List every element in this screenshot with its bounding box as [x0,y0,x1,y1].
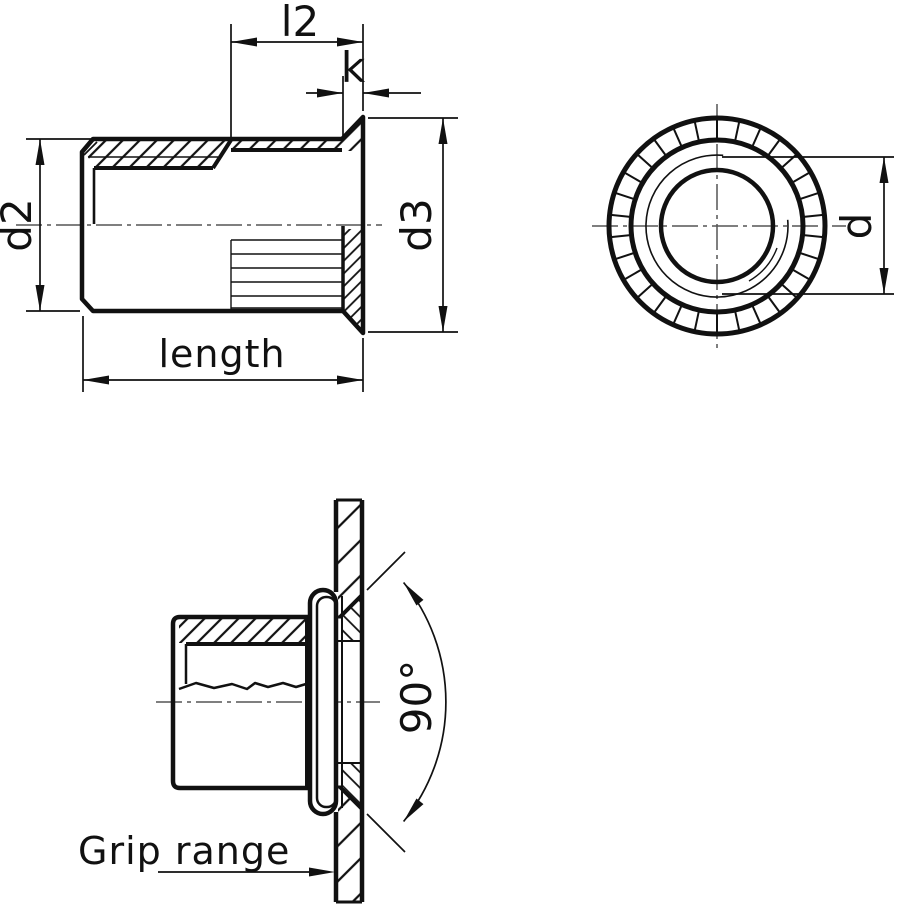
serration-tick [798,251,821,261]
bore-circle [658,167,776,285]
dim-label-d3: d3 [392,198,441,251]
serration-tick [802,213,825,218]
dim-d2 [26,138,110,312]
serration-tick [672,304,683,326]
dim-angle-90 [366,551,447,853]
arrowhead [317,88,343,98]
extension-line [366,813,406,853]
serration-tick [693,120,701,143]
installed-body-outline [170,614,311,791]
dim-label-l2: l2 [281,0,319,46]
bore-transition-line [211,138,233,170]
plate-hatch-upper [338,501,361,616]
arrowhead [231,37,257,47]
serration-tick [733,120,741,143]
countersink-cone-upper [338,593,364,619]
dim-label-angle: 90° [392,660,441,734]
dim-length [82,316,364,392]
wall-section-hatch-left [86,140,230,168]
serration-tick [766,295,782,314]
head-hatch-lower [343,763,361,807]
arrowhead [337,375,363,385]
serration-tick [790,171,812,184]
serration-tick [780,152,798,170]
arrowhead [363,88,389,98]
arrowhead [438,118,448,144]
serration-tick [672,126,683,148]
dim-label-length: length [158,332,285,376]
arrowhead [35,139,45,165]
angle-arc [402,581,447,823]
arrowhead [403,798,424,822]
serration-tick [798,191,821,201]
bulge-outer [307,587,339,817]
serration-tick [766,138,782,157]
dim-d [722,156,894,295]
wall-section-hatch [179,619,305,643]
serration-ticks [609,118,825,334]
arrowhead [879,157,889,183]
arrowhead [35,285,45,311]
head-section-hatch [343,229,363,332]
grip-range-label: Grip range [78,829,290,873]
plate-hatch-lower [338,788,361,901]
arrowhead [879,268,889,294]
installed-view: 90° Grip range [78,498,447,904]
serration-tick [780,282,798,300]
side-section-view: l2 k d2 d3 [0,0,458,392]
countersink-cone-lower [338,785,364,811]
serration-tick [613,251,636,261]
knurl-lines [230,239,343,309]
serration-tick [613,191,636,201]
dim-label-d: d [832,213,881,240]
plate [333,498,365,904]
arrowhead [438,306,448,332]
serration-tick [609,234,632,239]
extension-line [366,551,406,591]
serration-tick [622,171,644,184]
arrowhead [309,867,335,877]
serration-tick [751,126,762,148]
serration-tick [636,152,654,170]
serration-tick [636,282,654,300]
serration-tick [733,309,741,332]
arrowhead [403,582,424,606]
bore-chamfer-line [83,141,98,156]
dim-label-d2: d2 [0,198,41,251]
dim-k [306,76,421,136]
arrowhead [83,375,109,385]
wall-section-hatch-right [231,117,363,151]
serration-tick [802,234,825,239]
deformation-wavy-line [178,681,307,691]
grip-range-annotation [158,867,335,877]
serration-tick [609,213,632,218]
dim-label-k: k [341,43,366,92]
front-view: d [592,104,894,348]
thread-circle [645,154,789,298]
serration-tick [790,268,812,281]
serration-tick [622,268,644,281]
serration-tick [652,138,668,157]
thread-runout-arc [748,247,778,282]
dim-l2 [230,24,364,137]
dim-d3 [368,117,458,333]
bulge-inner [315,595,338,809]
serration-tick [652,295,668,314]
head-hatch-upper [343,597,361,641]
arrowhead [337,37,363,47]
serration-tick [751,304,762,326]
serration-tick [693,309,701,332]
